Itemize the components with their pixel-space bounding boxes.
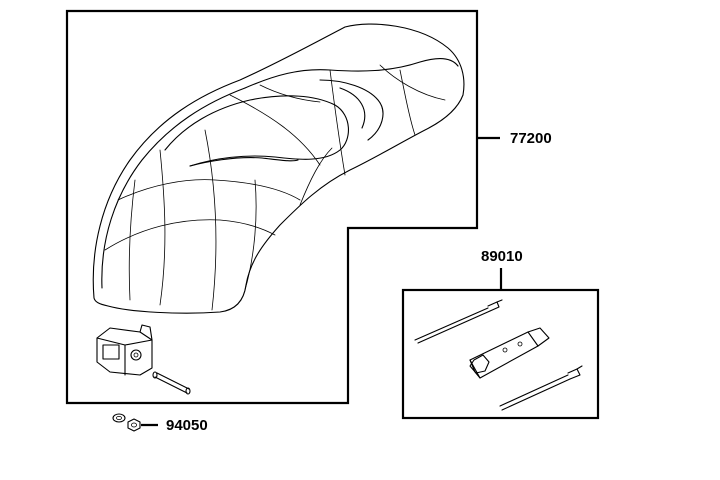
tool-kit-frame: [401, 288, 600, 420]
motorcycle-seat-icon: [92, 23, 465, 314]
seat-latch-icon: [96, 324, 153, 376]
seat-assembly-group: 77200: [65, 9, 552, 405]
tool-kit-part-number: 89010: [481, 248, 523, 265]
seat-part-number: 77200: [510, 130, 552, 147]
washer-nut-icon: [112, 413, 141, 432]
fastener-part-number: 94050: [166, 417, 208, 434]
tool-kit-icon: [414, 299, 583, 411]
seat-assembly-frame: [65, 9, 479, 405]
seat-pin-icon: [152, 371, 191, 395]
fastener-group: 94050: [112, 413, 208, 434]
tool-kit-group: 89010: [401, 248, 600, 420]
